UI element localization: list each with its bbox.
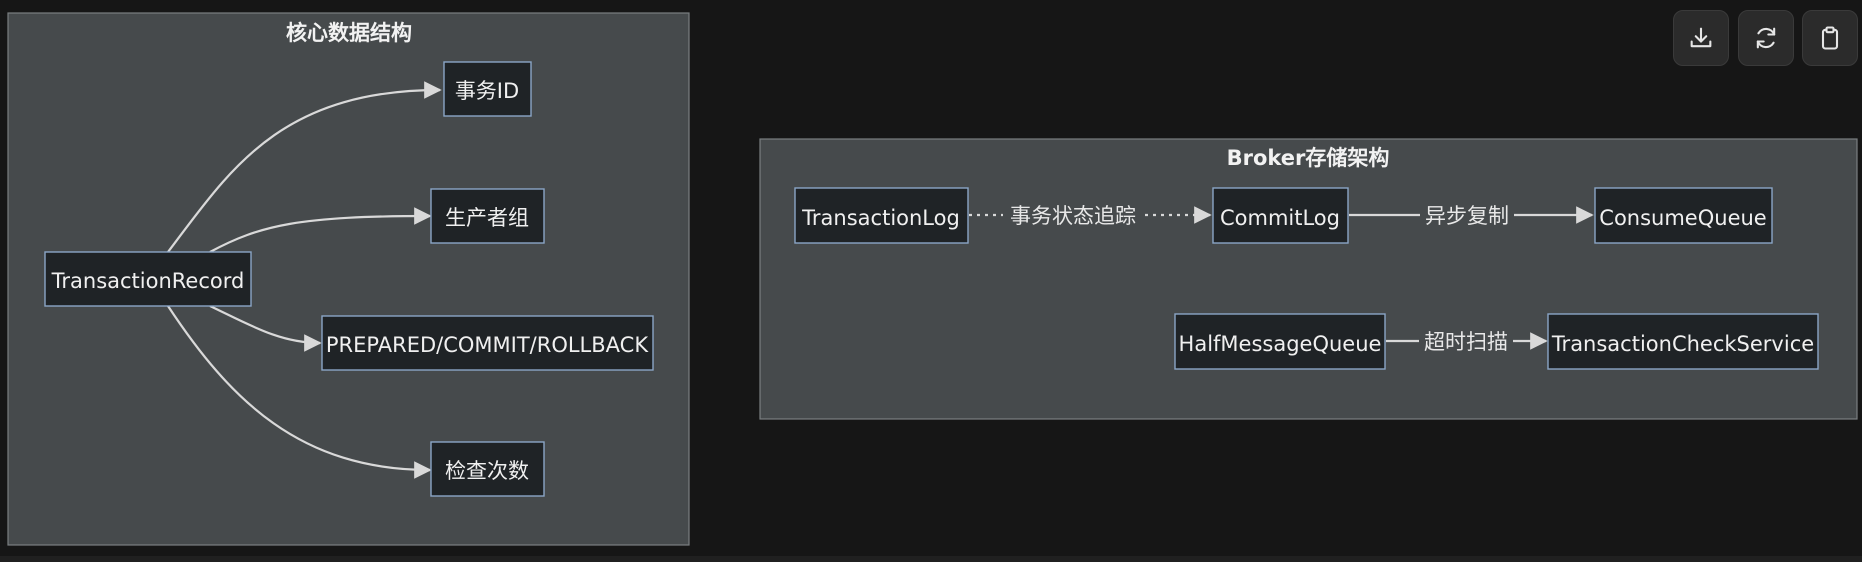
bottom-border [0,556,1862,562]
node-producer-group-label: 生产者组 [445,206,529,230]
node-consume-queue-label: ConsumeQueue [1599,206,1766,230]
cluster-broker-title: Broker存储架构 [1227,146,1390,170]
edge-label-async-replication: 异步复制 [1425,204,1509,228]
node-producer-group[interactable]: 生产者组 [430,188,545,244]
node-transaction-id[interactable]: 事务ID [443,61,532,117]
download-icon [1690,27,1712,48]
copy-button[interactable] [1802,10,1858,66]
cluster-core-title: 核心数据结构 [286,21,412,45]
edge-record-to-id [167,81,442,253]
refresh-icon [1756,27,1776,49]
download-button[interactable] [1673,10,1729,66]
node-transaction-check-service-label: TransactionCheckService [1551,332,1814,356]
node-half-message-queue[interactable]: HalfMessageQueue [1174,313,1386,370]
edge-label-state-tracking: 事务状态追踪 [1010,204,1136,228]
edge-record-to-producer-group [209,207,432,253]
broker-edges: 事务状态追踪 异步复制 超时扫描 [969,201,1594,355]
node-transaction-log[interactable]: TransactionLog [794,187,969,244]
node-state[interactable]: PREPARED/COMMIT/ROLLBACK [321,315,654,371]
node-transaction-record-label: TransactionRecord [51,269,245,293]
node-transaction-check-service[interactable]: TransactionCheckService [1547,313,1819,370]
node-check-count-label: 检查次数 [445,459,529,483]
edge-record-to-state [209,305,322,352]
node-commit-log-label: CommitLog [1220,206,1340,230]
node-transaction-id-label: 事务ID [455,79,519,103]
edge-label-timeout-scan: 超时扫描 [1424,330,1508,354]
edge-label-bg-state-tracking [1003,201,1143,229]
edge-record-to-check-count [167,305,432,479]
node-half-message-queue-label: HalfMessageQueue [1179,332,1382,356]
node-commit-log[interactable]: CommitLog [1212,187,1349,244]
refresh-button[interactable] [1738,10,1794,66]
node-transaction-log-label: TransactionLog [801,206,960,230]
edge-label-bg-timeout-scan [1419,327,1513,355]
node-check-count[interactable]: 检查次数 [430,441,545,497]
node-state-label: PREPARED/COMMIT/ROLLBACK [326,333,649,357]
clipboard-icon [1821,26,1839,50]
node-transaction-record[interactable]: TransactionRecord [44,251,252,307]
cluster-broker-storage: Broker存储架构 [759,138,1858,420]
edge-label-bg-async-replication [1420,201,1514,229]
cluster-broker-background [759,138,1858,420]
node-consume-queue[interactable]: ConsumeQueue [1594,187,1773,244]
core-edges [167,81,442,479]
